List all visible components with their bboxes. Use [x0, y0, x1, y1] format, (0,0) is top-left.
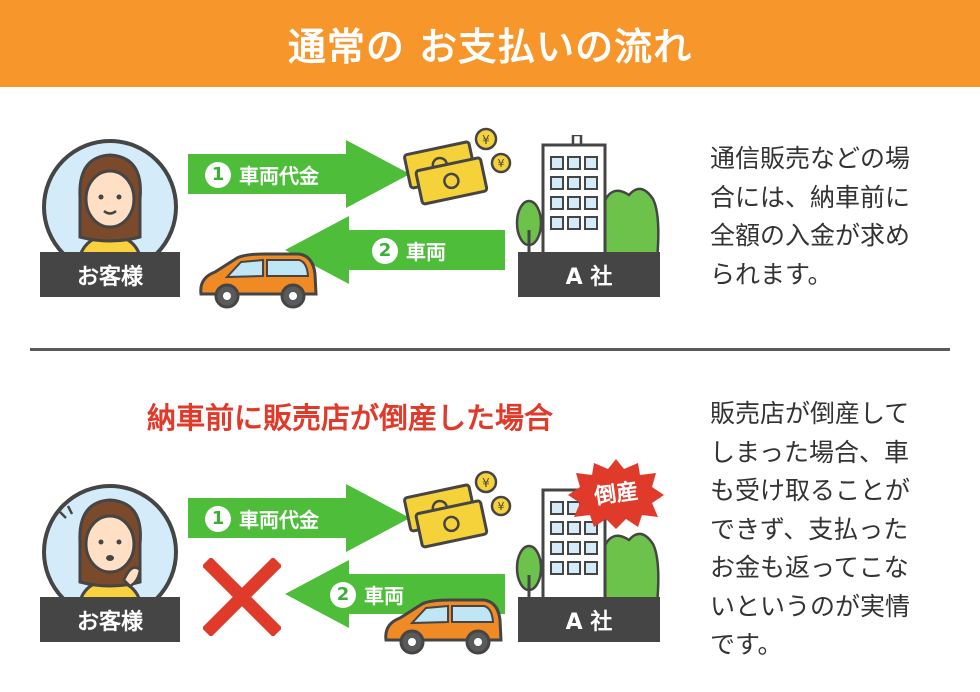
header-banner: 通常の お支払いの流れ — [0, 0, 980, 87]
svg-text:¥: ¥ — [482, 133, 490, 147]
description-line: 販売店が倒産して — [710, 399, 910, 428]
description-line: 合には、納車前に — [710, 182, 911, 212]
money-icon-normal: ¥ ¥ — [403, 127, 512, 206]
description-line: も受け取ることが — [710, 476, 911, 505]
svg-text:¥: ¥ — [498, 157, 505, 170]
car-arrow-label-normal: 2 車両 — [372, 236, 446, 265]
description-line: です。 — [710, 630, 783, 659]
step-number-2: 2 — [372, 237, 398, 264]
payment-arrow-label-normal: 1 車両代金 — [205, 160, 319, 189]
payment-arrow-normal — [188, 140, 410, 208]
description-bankrupt: 販売店が倒産して しまった場合、車 も受け取ることが できず、支払った お金も返… — [710, 395, 960, 665]
description-line: 全額の入金が求め — [710, 221, 911, 250]
car-icon-normal — [199, 252, 318, 309]
payment-arrow-label-bankrupt: 1 車両代金 — [205, 504, 319, 533]
car-label: 車両 — [406, 240, 446, 264]
car-arrow-label-bankrupt: 2 車両 — [330, 580, 404, 609]
page-title: 通常の お支払いの流れ — [287, 25, 693, 69]
step-number-2: 2 — [330, 581, 356, 608]
description-normal: 通信販売などの場 合には、納車前に 全額の入金が求め られます。 — [710, 140, 960, 294]
payment-label: 車両代金 — [239, 164, 319, 188]
company-label-bankrupt: A 社 — [518, 597, 660, 642]
bankrupt-burst-icon — [568, 459, 664, 529]
description-line: できず、支払った — [710, 514, 909, 544]
cross-icon — [203, 558, 281, 636]
money-icon-bankrupt: ¥ ¥ — [403, 470, 512, 549]
car-icon-bankrupt — [384, 598, 503, 655]
description-line: いというのが実情 — [710, 591, 911, 621]
customer-label-bankrupt: お客様 — [40, 597, 180, 642]
customer-avatar-worried — [42, 484, 178, 620]
svg-text:¥: ¥ — [498, 500, 505, 513]
description-line: 通信販売などの場 — [710, 144, 911, 173]
bankrupt-scenario-title: 納車前に販売店が倒産した場合 — [146, 401, 553, 435]
section-divider — [30, 348, 950, 351]
svg-text:¥: ¥ — [482, 476, 490, 490]
company-building-normal — [515, 135, 660, 260]
payment-label: 車両代金 — [239, 508, 319, 532]
company-label-normal: A 社 — [518, 252, 660, 297]
description-line: しまった場合、車 — [710, 437, 910, 467]
description-line: られます。 — [710, 259, 833, 289]
description-line: お金も返ってこな — [710, 553, 909, 582]
step-number-1: 1 — [205, 161, 231, 188]
step-number-1: 1 — [205, 505, 231, 532]
customer-label-normal: お客様 — [40, 252, 180, 297]
car-label: 車両 — [364, 584, 404, 608]
payment-arrow-bankrupt — [188, 484, 410, 552]
